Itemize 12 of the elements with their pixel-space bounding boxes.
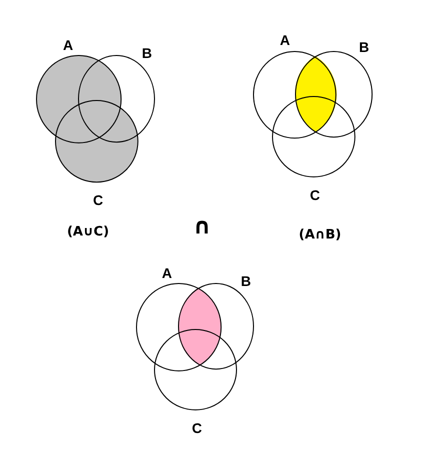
set-label: C bbox=[192, 420, 202, 435]
set-label: A bbox=[280, 33, 290, 47]
set-label: A bbox=[162, 266, 172, 280]
set-label: C bbox=[310, 188, 320, 202]
set-expression: (A∪C) bbox=[66, 226, 110, 238]
set-label: C bbox=[92, 193, 104, 207]
set-label: A bbox=[62, 38, 74, 52]
set-label: B bbox=[142, 46, 152, 60]
set-label: B bbox=[240, 274, 252, 288]
operator-label: ∩ bbox=[193, 214, 211, 240]
set-label: B bbox=[358, 40, 370, 54]
set-expression: (A∩B) bbox=[298, 228, 342, 242]
